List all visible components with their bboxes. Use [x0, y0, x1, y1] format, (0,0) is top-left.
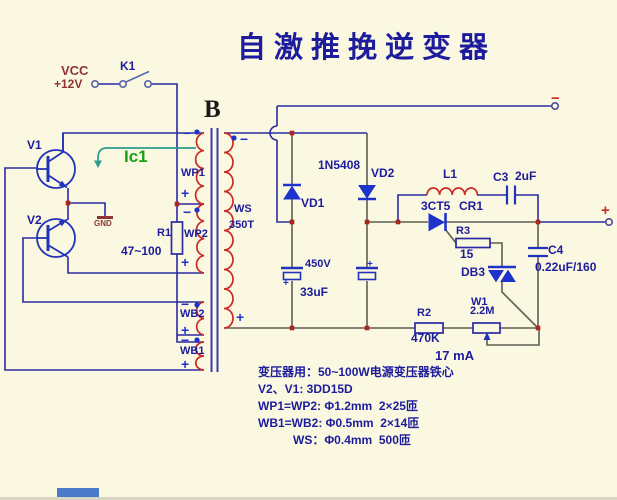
l1-label: L1 — [443, 167, 458, 181]
vd2-label: VD2 — [371, 166, 395, 180]
wp1-minus: − — [183, 125, 192, 141]
vcc-terminal — [91, 80, 100, 89]
wp1-phase-dot — [194, 129, 200, 135]
wb2-minus: − — [181, 296, 190, 312]
winding-ws-turns: 350T — [229, 219, 255, 231]
transistor-v1 — [36, 133, 76, 189]
capacitor-c2 — [356, 266, 378, 281]
ws-minus: − — [240, 131, 249, 147]
winding-ws-coil — [223, 132, 234, 329]
resistor-r1 — [170, 221, 184, 255]
phase-dots — [194, 129, 237, 343]
output-minus-terminal — [550, 102, 559, 111]
transistor-v2 — [36, 218, 76, 258]
v2-emitter-arrow — [58, 219, 67, 227]
wp1-plus: + — [181, 185, 190, 201]
vcc-label: VCC — [61, 63, 89, 78]
c3-label: C3 — [493, 170, 509, 184]
note-wb-windings: WB1=WB2: Φ0.5mm 2×14匝 — [258, 416, 420, 430]
wb1-plus: + — [181, 356, 190, 372]
w1-wiper-arrow — [483, 332, 491, 340]
current-ic1-label: Ic1 — [124, 147, 148, 166]
wb2-phase-dot — [194, 302, 200, 308]
cap2-plus: + — [367, 259, 373, 270]
note-ws-winding: WS：Φ0.4mm 500匝 — [293, 433, 411, 447]
ic1-current-arrow — [94, 147, 196, 168]
corner-accent-bar — [57, 488, 99, 499]
cr1-label: CR1 — [459, 199, 484, 213]
capacitor-c4 — [528, 246, 548, 258]
output-plus-terminal — [604, 218, 613, 227]
c4-value: 0.22uF/160 — [535, 260, 597, 274]
ws-plus: + — [236, 309, 245, 325]
switch-k1-label: K1 — [120, 59, 136, 73]
wp2-phase-dot — [194, 207, 200, 213]
wb2-plus: + — [181, 322, 190, 338]
inductor-l1-coil — [426, 187, 479, 196]
output-terminals — [550, 102, 613, 227]
winding-wp1-label: WP1 — [181, 167, 205, 179]
resistors — [170, 221, 501, 334]
w1-label: W1 — [471, 296, 488, 308]
current-value: 17 mA — [435, 348, 475, 363]
cap1-plus: + — [283, 278, 289, 289]
c3-value: 2uF — [515, 169, 537, 183]
transformer-core — [210, 128, 219, 372]
note-wp-windings: WP1=WP2: Φ1.2mm 2×25匝 — [258, 399, 418, 413]
wb1-minus: − — [181, 332, 190, 348]
bottom-edge-line — [0, 497, 617, 500]
scr-part-number: 3CT5 — [421, 199, 451, 213]
capacitor-c3 — [505, 185, 517, 205]
r2-label: R2 — [417, 307, 432, 319]
wires-secondary — [224, 133, 540, 346]
junction-dots — [65, 130, 541, 331]
wb1-phase-dot — [194, 337, 200, 343]
output-minus: − — [551, 90, 560, 107]
transformer-designator: B — [204, 96, 221, 123]
cap1-voltage: 450V — [305, 258, 331, 270]
c4-label: C4 — [548, 243, 564, 257]
diac-db3 — [488, 265, 516, 283]
resistor-r3 — [455, 237, 491, 249]
transistor-v1-label: V1 — [27, 138, 42, 152]
r1-label: R1 — [157, 227, 172, 239]
switch-k1 — [91, 70, 153, 89]
winding-wb1-coil — [195, 341, 205, 371]
vd1-label: VD1 — [301, 196, 325, 210]
wp2-plus: + — [181, 254, 190, 270]
winding-ws-label: WS — [234, 203, 252, 215]
winding-wb1-label: WB1 — [180, 345, 205, 357]
diode-vd2 — [358, 185, 376, 201]
transistor-v2-label: V2 — [27, 213, 42, 227]
r1-value: 47~100 — [121, 244, 162, 258]
r3-label: R3 — [456, 225, 471, 237]
diode-part-number: 1N5408 — [318, 158, 361, 172]
note-transistors: V2、V1: 3DD15D — [258, 382, 353, 396]
r2-value: 470K — [411, 331, 440, 345]
winding-wp2-coil — [195, 203, 205, 274]
wp2-minus: − — [183, 204, 192, 220]
wires-main — [4, 83, 606, 371]
gnd-label: GND — [94, 219, 112, 228]
scr-cr1 — [428, 213, 447, 232]
resistor-r2 — [414, 322, 444, 334]
capacitor-c1 — [281, 266, 303, 281]
note-transformer: 变压器用：50~100W电源变压器铁心 — [258, 365, 454, 379]
w1-value: 2.2M — [470, 305, 495, 317]
rail-12v-label: +12V — [54, 77, 83, 91]
r3-value: 15 — [460, 247, 474, 261]
v1-emitter-arrow — [58, 180, 67, 188]
output-plus: + — [601, 202, 610, 219]
winding-wp1-coil — [194, 132, 205, 205]
diode-vd1 — [283, 183, 301, 200]
ws-phase-dot — [231, 135, 237, 141]
winding-wb2-label: WB2 — [180, 308, 205, 320]
potentiometer-w1 — [472, 322, 501, 334]
schematic-title: 自激推挽逆变器 — [237, 32, 497, 64]
winding-wp2-label: WP2 — [184, 228, 208, 240]
cap1-value: 33uF — [300, 285, 329, 299]
db3-label: DB3 — [461, 265, 486, 279]
